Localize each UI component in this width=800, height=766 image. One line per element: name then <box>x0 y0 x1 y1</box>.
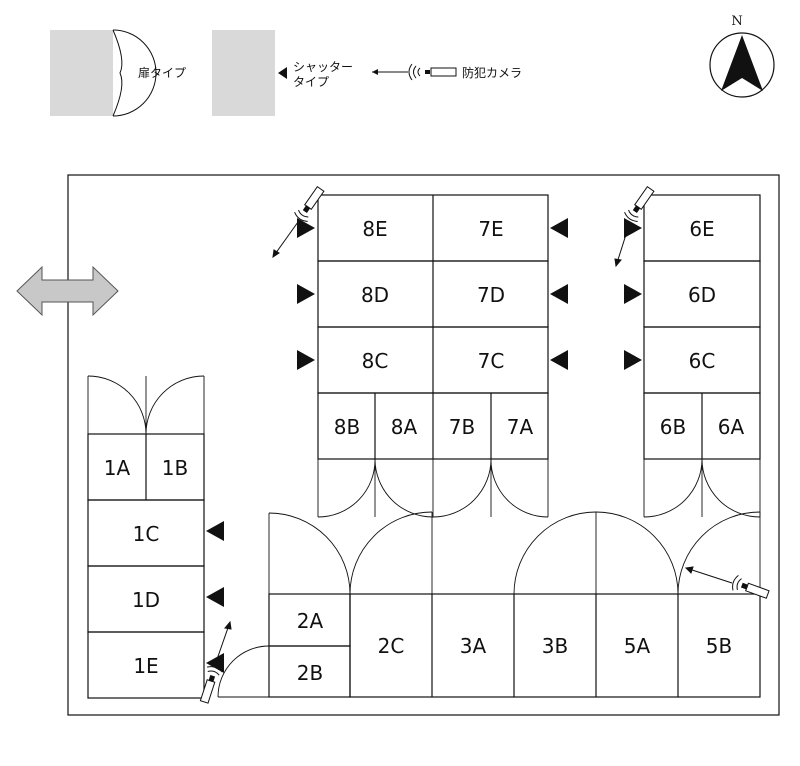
camera-5B-icon <box>684 566 770 599</box>
legend-shutter-marker <box>278 67 287 79</box>
legend-shutter-label-1: シャッター <box>293 60 353 74</box>
unit-1D-label: 1D <box>132 588 160 612</box>
unit-5A-label: 5A <box>624 634 651 658</box>
unit-7B-label: 7B <box>449 415 475 439</box>
legend-shutter-label-2: タイプ <box>293 75 329 89</box>
unit-6D-label: 6D <box>688 283 716 307</box>
compass-circle <box>709 32 775 98</box>
bottom-row <box>268 593 761 698</box>
shutter-6C-icon <box>624 350 642 370</box>
shutter-1D-icon <box>206 587 224 607</box>
north-label: N <box>731 14 742 29</box>
unit-3A-label: 3A <box>460 634 487 658</box>
compass: N <box>709 14 775 98</box>
shutter-1E-icon <box>206 653 224 673</box>
unit-6B-label: 6B <box>660 415 686 439</box>
entrance-arrow-icon <box>16 265 119 317</box>
unit-5B-label: 5B <box>706 634 732 658</box>
unit-6C-label: 6C <box>689 349 716 373</box>
unit-8B-label: 8B <box>334 415 360 439</box>
unit-2B-label: 2B <box>297 661 323 685</box>
unit-1E-label: 1E <box>133 654 158 678</box>
shutter-8C-icon <box>297 350 315 370</box>
shutter-7E-icon <box>550 218 568 238</box>
unit-1B-label: 1B <box>162 456 188 480</box>
legend-door-label: 扉タイプ <box>138 66 186 80</box>
block-8-7-doors <box>317 458 549 518</box>
shutter-1C-icon <box>206 521 224 541</box>
unit-8E-label: 8E <box>362 217 387 241</box>
room-labels: 8E 7E 6E 8D 7D 6D 8C 7C 6C 8B 8A 7B 7A 6… <box>104 217 745 685</box>
camera-1E-icon <box>199 620 232 704</box>
shutter-markers <box>206 218 642 673</box>
block-6-doors <box>643 458 761 518</box>
camera-6E-icon <box>614 185 655 268</box>
shutter-7C-icon <box>550 350 568 370</box>
unit-8D-label: 8D <box>361 283 389 307</box>
shutter-6D-icon <box>624 284 642 304</box>
unit-8C-label: 8C <box>362 349 389 373</box>
bottom-row-doors <box>217 511 761 698</box>
unit-7C-label: 7C <box>478 349 505 373</box>
block-1-doors <box>87 375 205 435</box>
north-arrow-icon <box>721 35 763 91</box>
unit-7D-label: 7D <box>477 283 505 307</box>
legend-door-block <box>50 30 113 116</box>
legend-camera-label: 防犯カメラ <box>462 65 522 80</box>
legend: 扉タイプ シャッター タイプ 防犯カメラ <box>50 29 522 117</box>
legend-door-leaf <box>112 29 123 117</box>
shutter-8E-icon <box>297 218 315 238</box>
unit-8A-label: 8A <box>391 415 418 439</box>
unit-2A-label: 2A <box>297 609 324 633</box>
shutter-7D-icon <box>550 284 568 304</box>
unit-1C-label: 1C <box>133 522 160 546</box>
unit-3B-label: 3B <box>542 634 568 658</box>
shutter-8D-icon <box>297 284 315 304</box>
shutter-6E-icon <box>624 218 642 238</box>
unit-6A-label: 6A <box>718 415 745 439</box>
unit-2C-label: 2C <box>378 634 405 658</box>
camera-8E-icon <box>272 185 325 259</box>
site-boundary <box>67 174 780 716</box>
unit-7E-label: 7E <box>478 217 503 241</box>
unit-6E-label: 6E <box>689 217 714 241</box>
legend-shutter-block <box>212 30 275 116</box>
unit-1A-label: 1A <box>104 456 131 480</box>
unit-7A-label: 7A <box>507 415 534 439</box>
legend-camera-icon <box>372 63 457 81</box>
